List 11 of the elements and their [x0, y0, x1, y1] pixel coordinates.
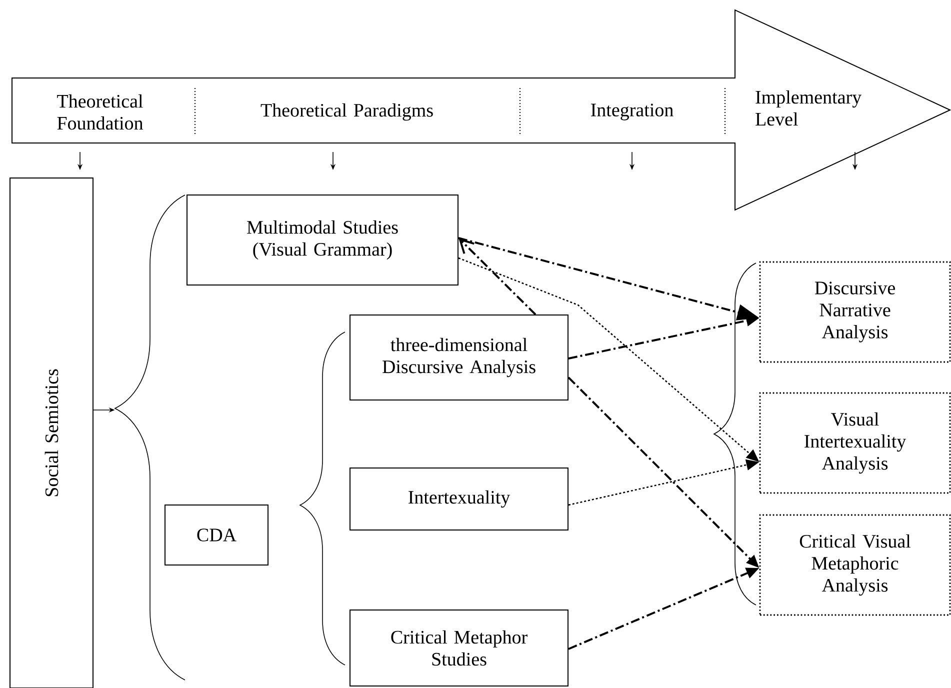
brace [114, 194, 186, 680]
process-box: Multimodal Studies (Visual Grammar) [186, 194, 458, 286]
result-box: Visual Intertexuality Analysis [759, 392, 951, 494]
arrow [458, 238, 536, 316]
process-box: Intertexuality [350, 468, 568, 530]
process-box: CDA [164, 504, 268, 566]
process-box: Social Semiotics [10, 178, 94, 688]
result-box: Critical Visual Metaphoric Analysis [759, 514, 951, 616]
result-box: Discursive Narrative Analysis [759, 261, 951, 363]
process-box: Critical Metaphor Studies [350, 610, 568, 686]
process-box: three-dimensional Discursive Analysis [350, 314, 568, 400]
